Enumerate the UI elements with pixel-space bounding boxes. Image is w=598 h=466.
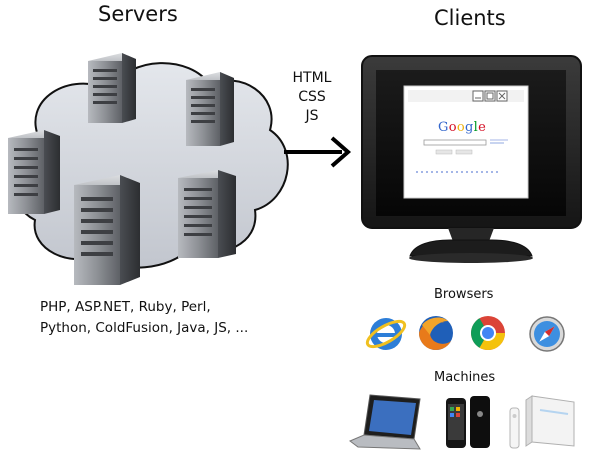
chrome-icon [471,316,505,350]
browser-window [403,85,529,199]
server-tower-1 [88,53,136,123]
transfer-formats: HTML CSS JS [282,69,342,126]
format-html: HTML [292,70,332,86]
format-js: JS [305,108,319,124]
search-box [423,139,487,146]
screen-logo-letter: G [438,120,449,135]
safari-icon [529,316,565,352]
server-tower-3 [8,130,60,214]
format-css: CSS [298,89,326,105]
laptop-icon [349,394,421,450]
clients-title: Clients [434,6,506,30]
screen-logo-letter: o [448,120,457,135]
internet-explorer-icon [365,318,407,350]
wii-console-icon [525,395,575,447]
screen-logo-letter: o [456,120,465,135]
transfer-arrow [284,136,352,168]
languages-line-2: Python, ColdFusion, Java, JS, ... [40,320,249,336]
server-tower-4 [178,170,236,258]
screen-logo-letter: e [478,120,487,135]
minimize-icon [472,90,484,102]
browsers-label: Browsers [434,287,494,302]
maximize-icon [484,90,496,102]
screen-logo-letter: g [464,120,474,135]
screen-logo-text: Google [438,120,486,135]
firefox-icon [419,316,453,350]
languages-line-1: PHP, ASP.NET, Ruby, Perl, [40,299,211,315]
iphone-back-icon [470,396,490,448]
screen-logo-letter: l [473,120,479,135]
servers-title: Servers [98,2,178,26]
iphone-icon [446,398,466,448]
machines-label: Machines [434,370,496,385]
screen-logo: Google [438,120,486,135]
server-tower-5 [74,175,140,285]
server-tower-2 [186,72,234,146]
wii-remote-icon [509,407,520,449]
server-languages: PHP, ASP.NET, Ruby, Perl, Python, ColdFu… [40,297,248,339]
